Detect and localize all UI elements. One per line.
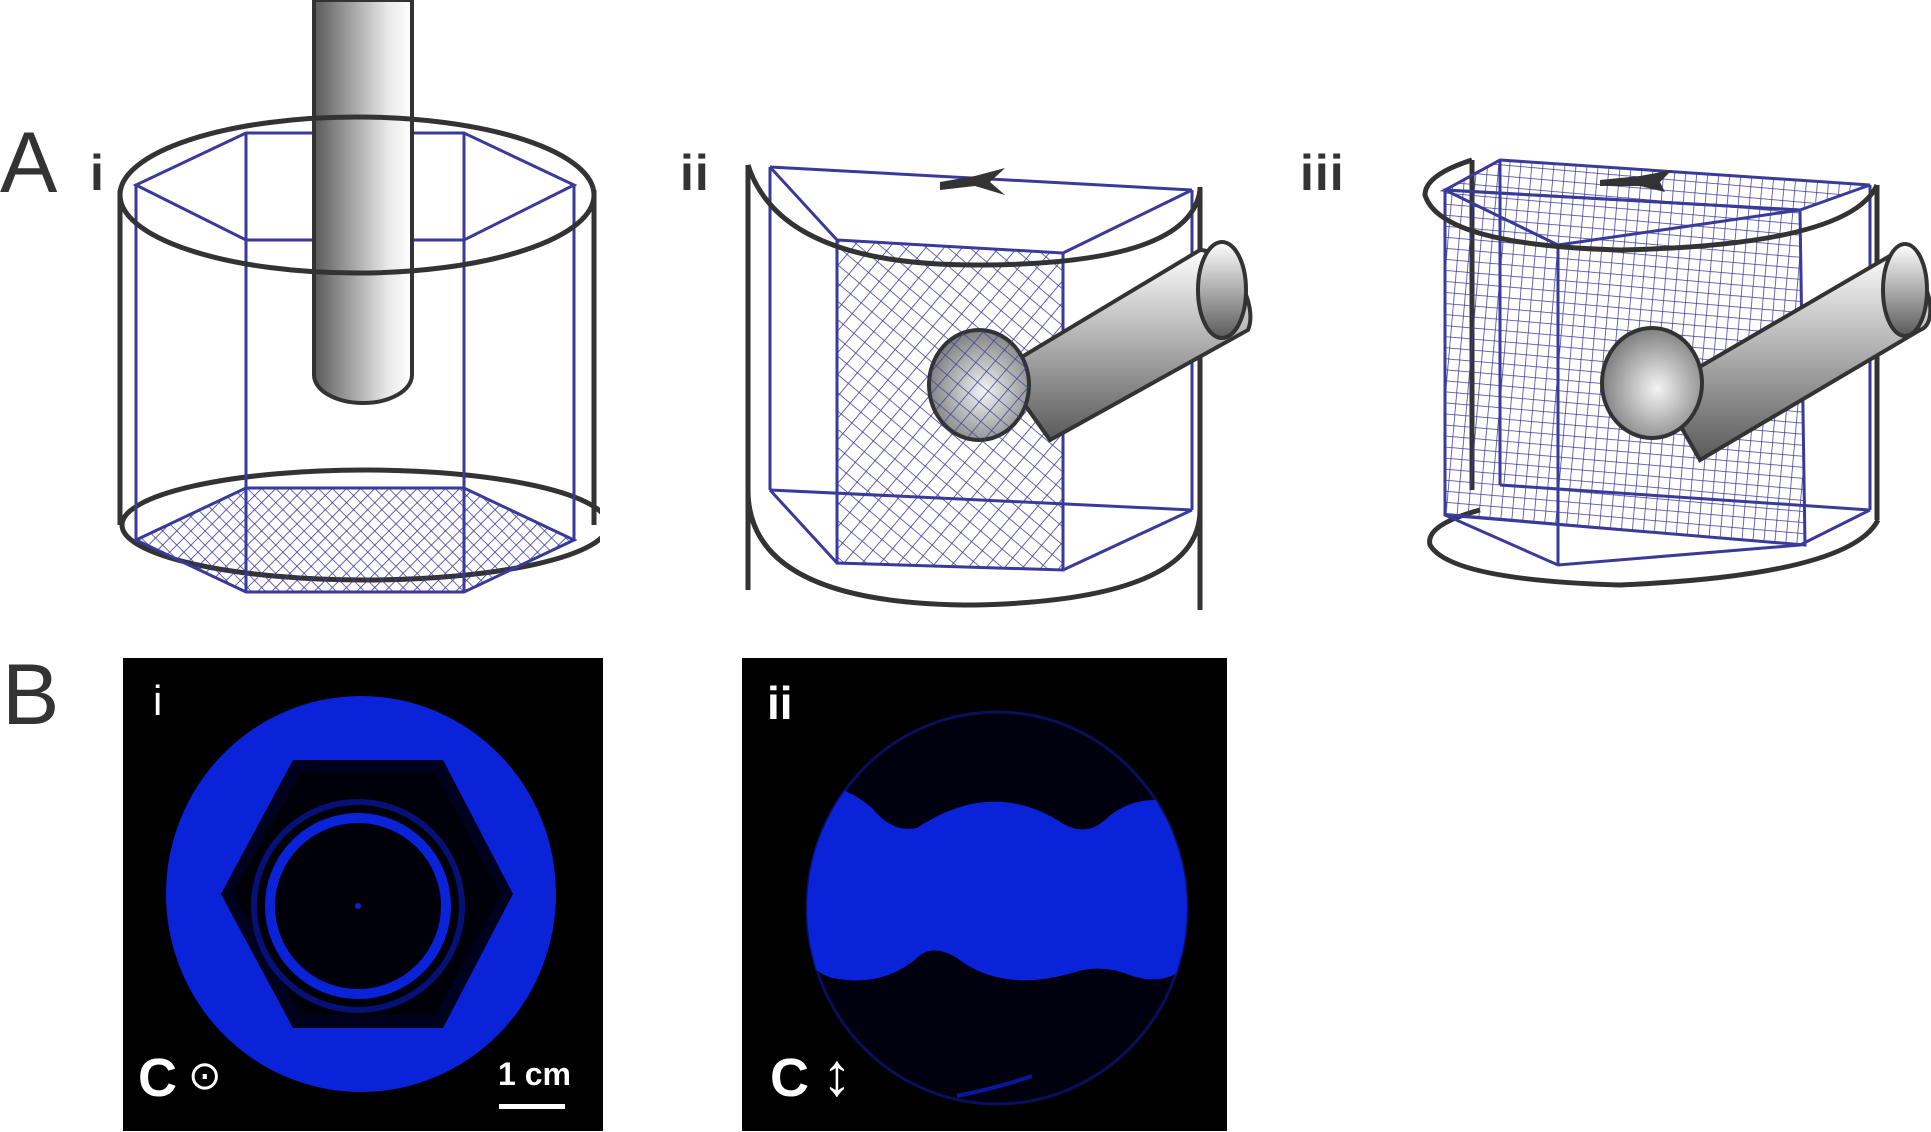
scale-bar-label: 1 cm [498,1056,571,1092]
panel-a-ii-diagram [745,164,1253,610]
panel-b-ii-label: ii [767,677,793,729]
panel-a-iii-label: iii [1300,145,1345,201]
panel-a-ii-label: ii [680,145,710,201]
panel-a-i-diagram [117,0,600,594]
panel-a-letter: A [0,115,58,211]
axis-c-label: C [138,1048,177,1108]
axis-c-label: C [770,1048,809,1108]
fluorescence-band-image [805,710,1189,1106]
panel-a-iii-diagram [1422,157,1931,588]
panel-a-i-label: i [90,145,105,201]
star-marker-icon [1600,170,1672,192]
fluorescence-ring-image [166,696,556,1092]
panel-b-i-photo: i C ⊙ 1 cm [123,658,603,1131]
panel-b-ii-photo: ii C ↕ [742,658,1227,1131]
panel-b-i-label: i [153,677,163,724]
panel-b-letter: B [2,647,60,743]
scale-bar [499,1104,565,1109]
vertical-double-arrow-icon: ↕ [822,1041,852,1108]
out-of-plane-icon: ⊙ [188,1054,222,1098]
star-marker-icon [940,168,1005,195]
